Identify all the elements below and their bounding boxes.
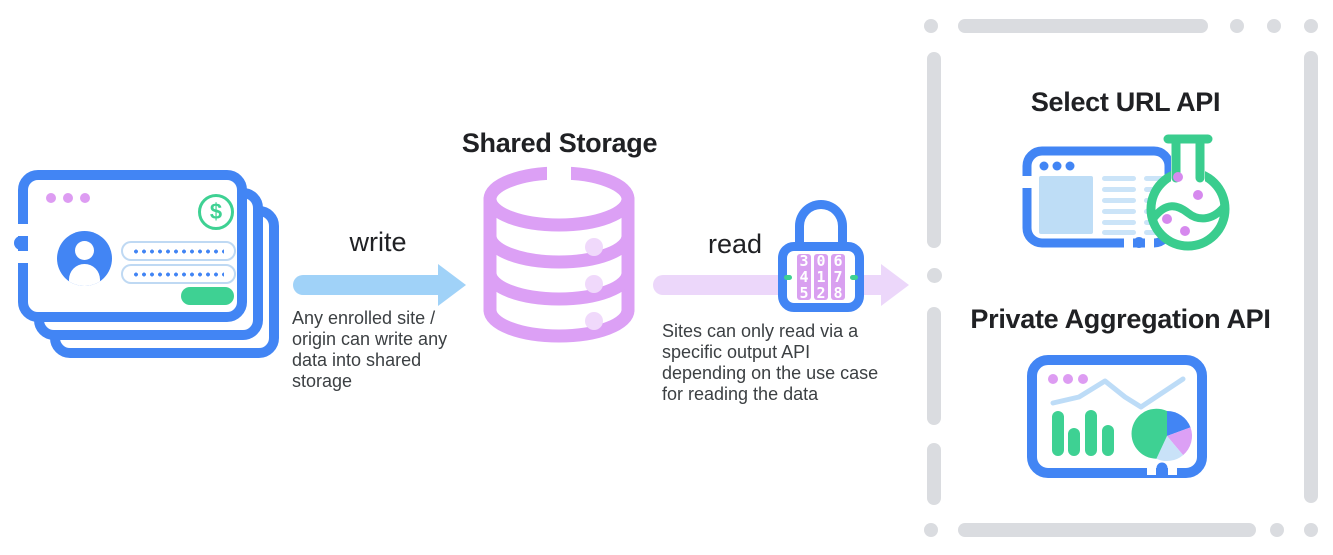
dollar-icon: $	[198, 194, 234, 230]
write-arrow-head	[438, 264, 466, 306]
dial-digit: 4	[799, 268, 809, 286]
lock-dial-1: 3 4 5	[797, 254, 811, 300]
window-border-dot	[14, 236, 28, 250]
user-avatar-icon	[57, 231, 112, 286]
flask-icon	[1146, 133, 1230, 251]
password-field-1	[121, 241, 236, 261]
lock-shackle	[795, 200, 847, 252]
site-window-front: $	[18, 170, 247, 322]
lock-tick-right	[850, 275, 858, 280]
read-label: read	[707, 229, 763, 259]
lock-dial-2: 0 1 2	[814, 254, 828, 300]
lock-tick-left	[784, 275, 792, 280]
window-border-gap	[16, 224, 30, 236]
combination-lock-icon: 3 4 5 0 1 2 6 7 8	[775, 198, 867, 314]
read-arrow-head	[881, 264, 909, 306]
password-dots	[132, 272, 224, 277]
lock-dial-3: 6 7 8	[831, 254, 845, 300]
private-aggregation-api-title: Private Aggregation API	[970, 304, 1271, 334]
dollar-glyph: $	[209, 199, 223, 224]
write-arrow	[293, 275, 440, 295]
database-icon	[483, 163, 635, 343]
write-label: write	[349, 227, 407, 257]
dial-digit: 1	[816, 268, 826, 286]
read-caption: Sites can only read via a specific outpu…	[662, 321, 879, 404]
select-url-api-title: Select URL API	[1030, 87, 1221, 117]
password-dots	[132, 249, 224, 254]
window-border-gap	[16, 251, 30, 263]
password-field-2	[121, 264, 236, 284]
submit-button	[181, 287, 234, 305]
window-controls-icon	[46, 193, 90, 203]
dial-digit: 7	[833, 268, 843, 286]
dashboard-icon	[1027, 355, 1207, 478]
shared-storage-title: Shared Storage	[461, 128, 658, 158]
write-caption: Any enrolled site / origin can write any…	[292, 308, 448, 391]
lock-body: 3 4 5 0 1 2 6 7 8	[778, 242, 864, 312]
